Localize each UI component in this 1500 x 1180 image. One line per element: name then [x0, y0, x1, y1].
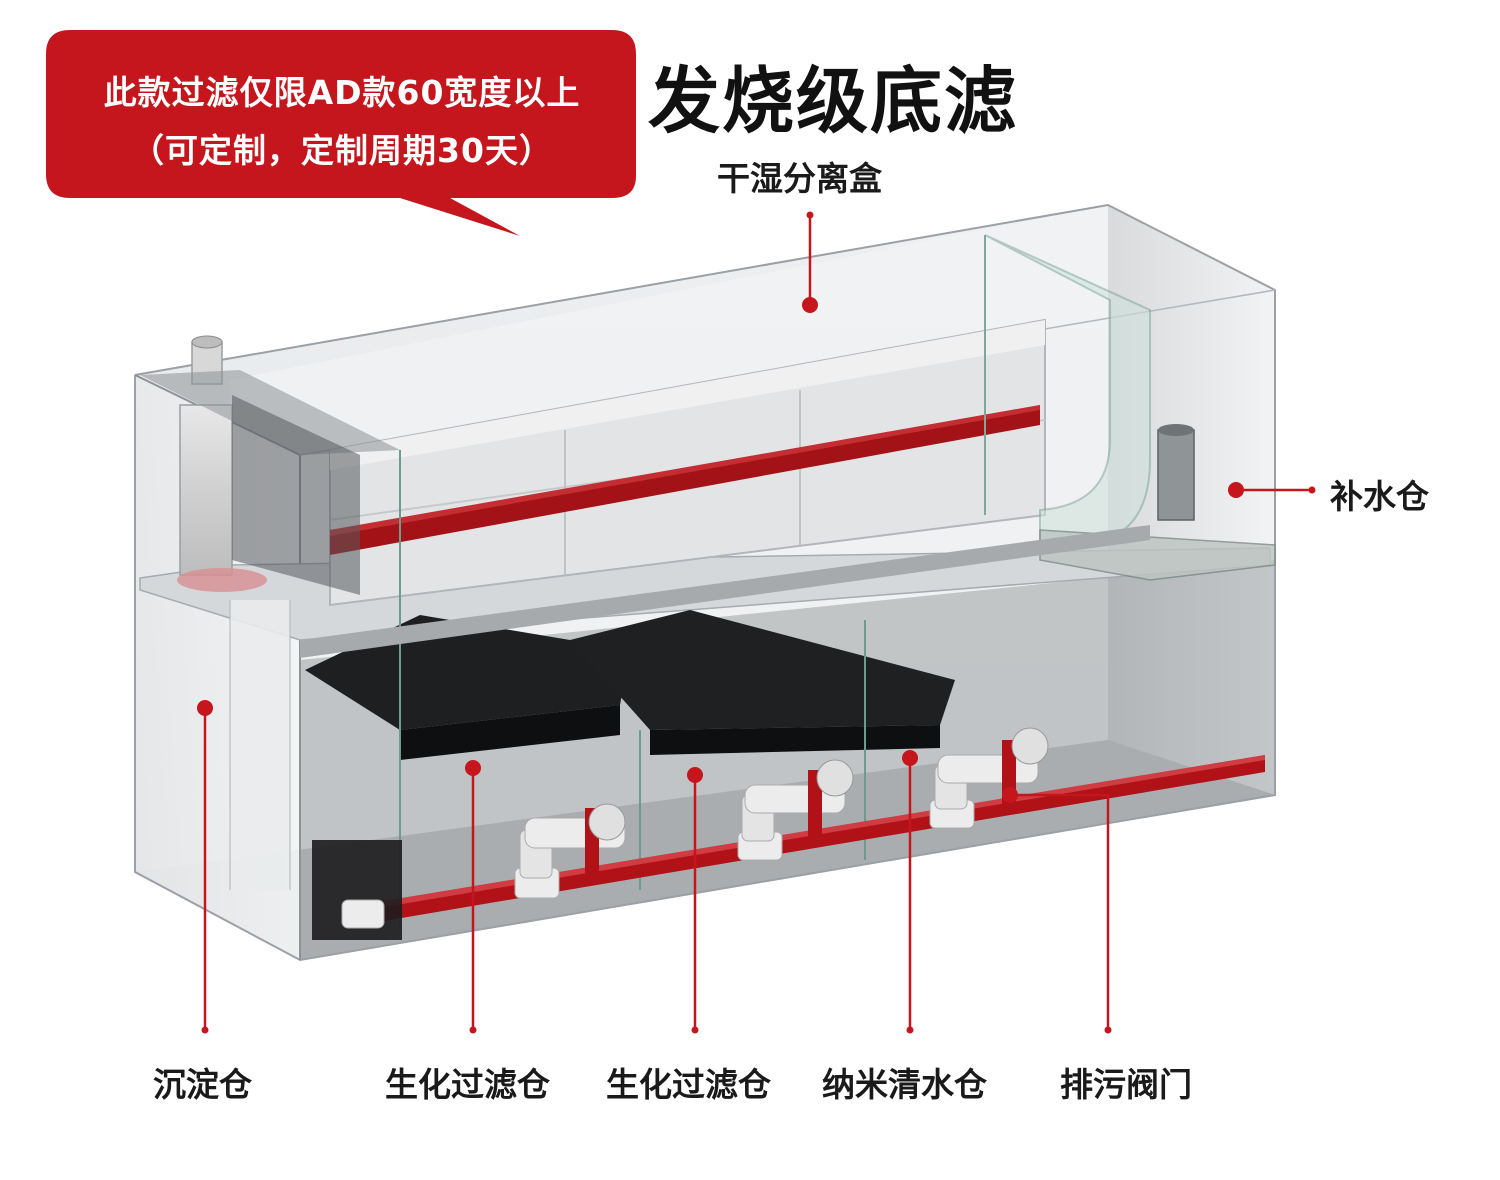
label-nano-clear-chamber: 纳米清水仓 — [822, 1058, 987, 1106]
label-top-up-chamber: 补水仓 — [1330, 470, 1429, 518]
page-title: 发烧级底滤 — [648, 42, 1018, 147]
callout-line-2: （可定制，定制周期30天） — [52, 124, 632, 172]
label-bio-filter-2: 生化过滤仓 — [606, 1058, 771, 1106]
top-up-pipe — [1158, 430, 1194, 520]
label-bio-filter-1: 生化过滤仓 — [385, 1058, 550, 1106]
label-dry-wet-box: 干湿分离盒 — [717, 152, 882, 200]
callout-line-1: 此款过滤仅限AD款60宽度以上 — [52, 66, 632, 114]
label-settling-chamber: 沉淀仓 — [153, 1058, 252, 1106]
label-drain-valve: 排污阀门 — [1060, 1058, 1192, 1106]
